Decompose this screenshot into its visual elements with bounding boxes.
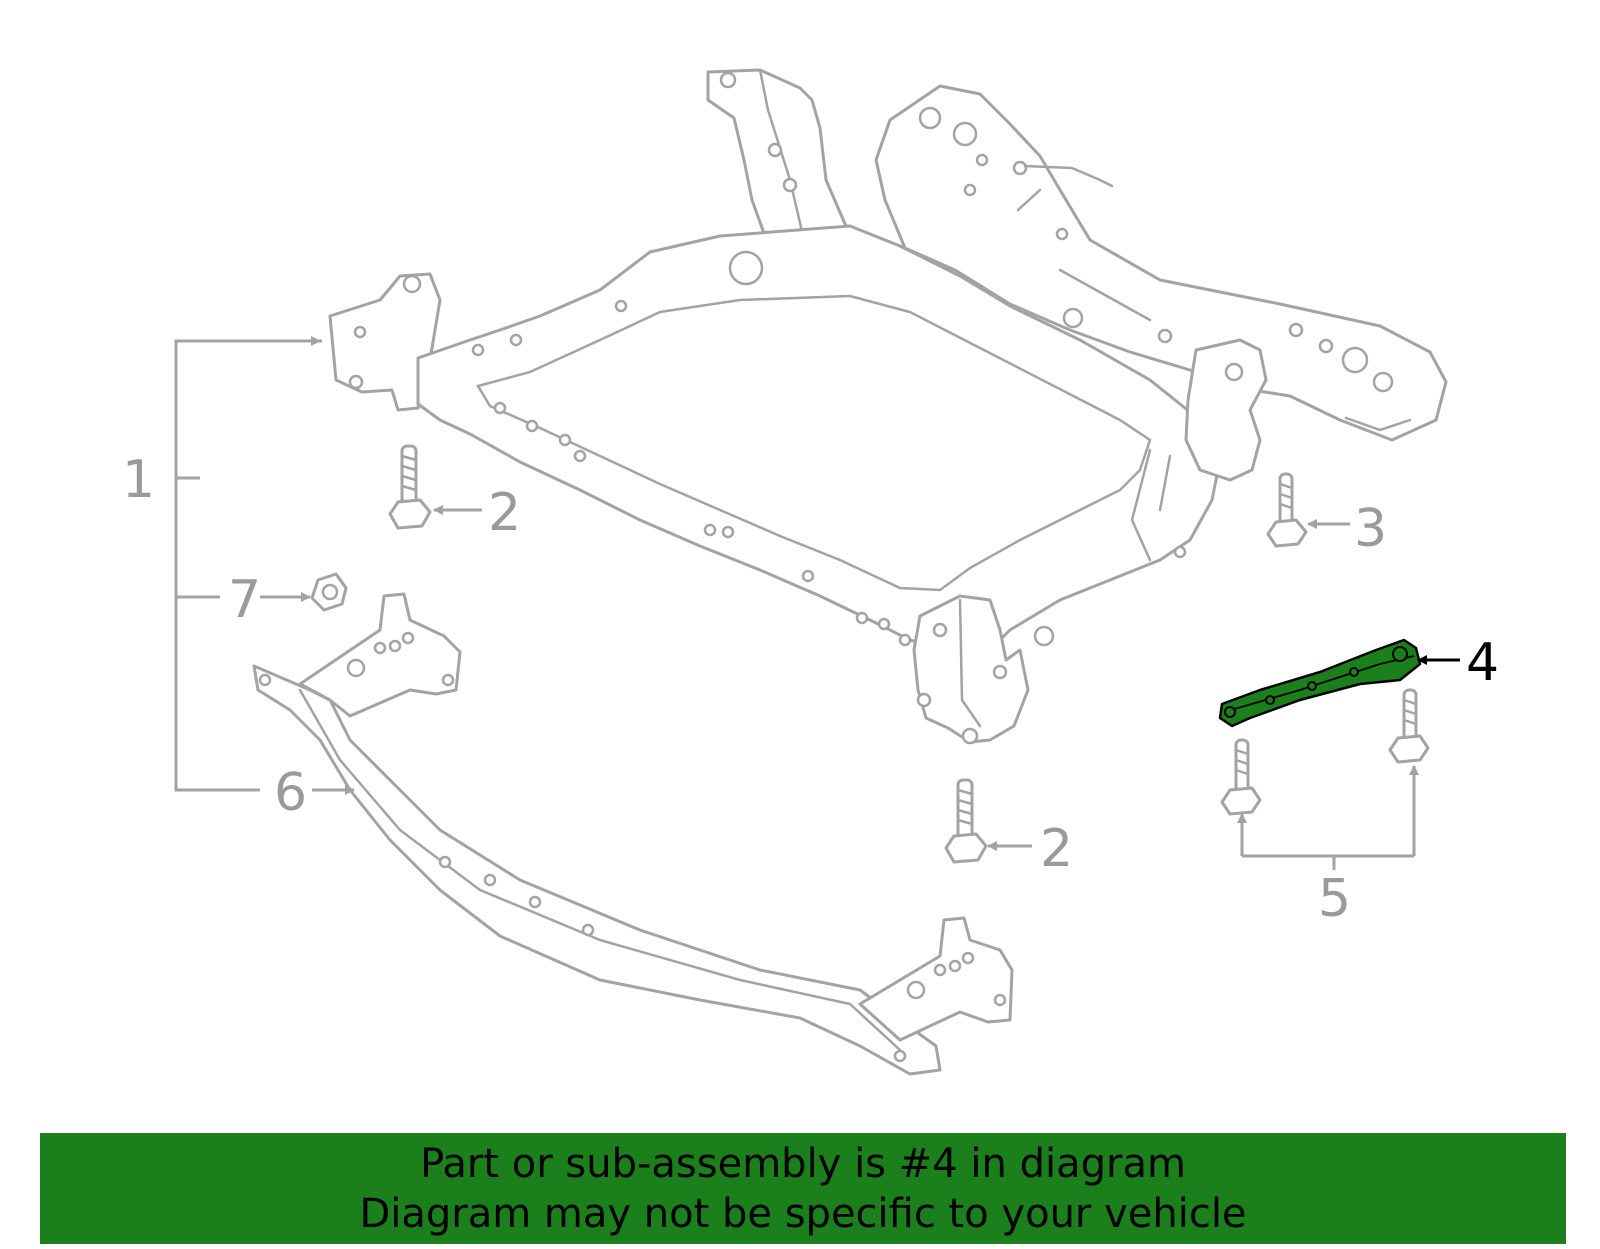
callout-1: 1 [122,450,155,510]
subframe-part [328,68,1448,745]
crossmember-part-6 [252,592,1014,1076]
callout-7: 7 [228,570,261,630]
callout-3: 3 [1354,499,1387,559]
callout-5: 5 [1318,869,1351,929]
bolt-part-5-left [1220,738,1262,816]
brace-part-4-highlighted [1218,638,1422,728]
bolt-part-5-right [1388,688,1430,764]
leader-lines [174,336,1460,870]
bolt-part-3 [1266,472,1308,548]
callout-2-lower: 2 [1040,819,1073,879]
info-banner: Part or sub-assembly is #4 in diagram Di… [40,1133,1566,1244]
bolt-part-2-upper [388,444,432,530]
nut-part-7 [310,572,348,612]
banner-line-part: Part or sub-assembly is #4 in diagram [420,1140,1186,1187]
bolt-part-2-lower [944,778,988,864]
callout-6: 6 [274,763,307,823]
banner-line-disclaimer: Diagram may not be specific to your vehi… [359,1190,1247,1237]
callout-4: 4 [1466,633,1499,693]
callout-2-upper: 2 [488,483,521,543]
